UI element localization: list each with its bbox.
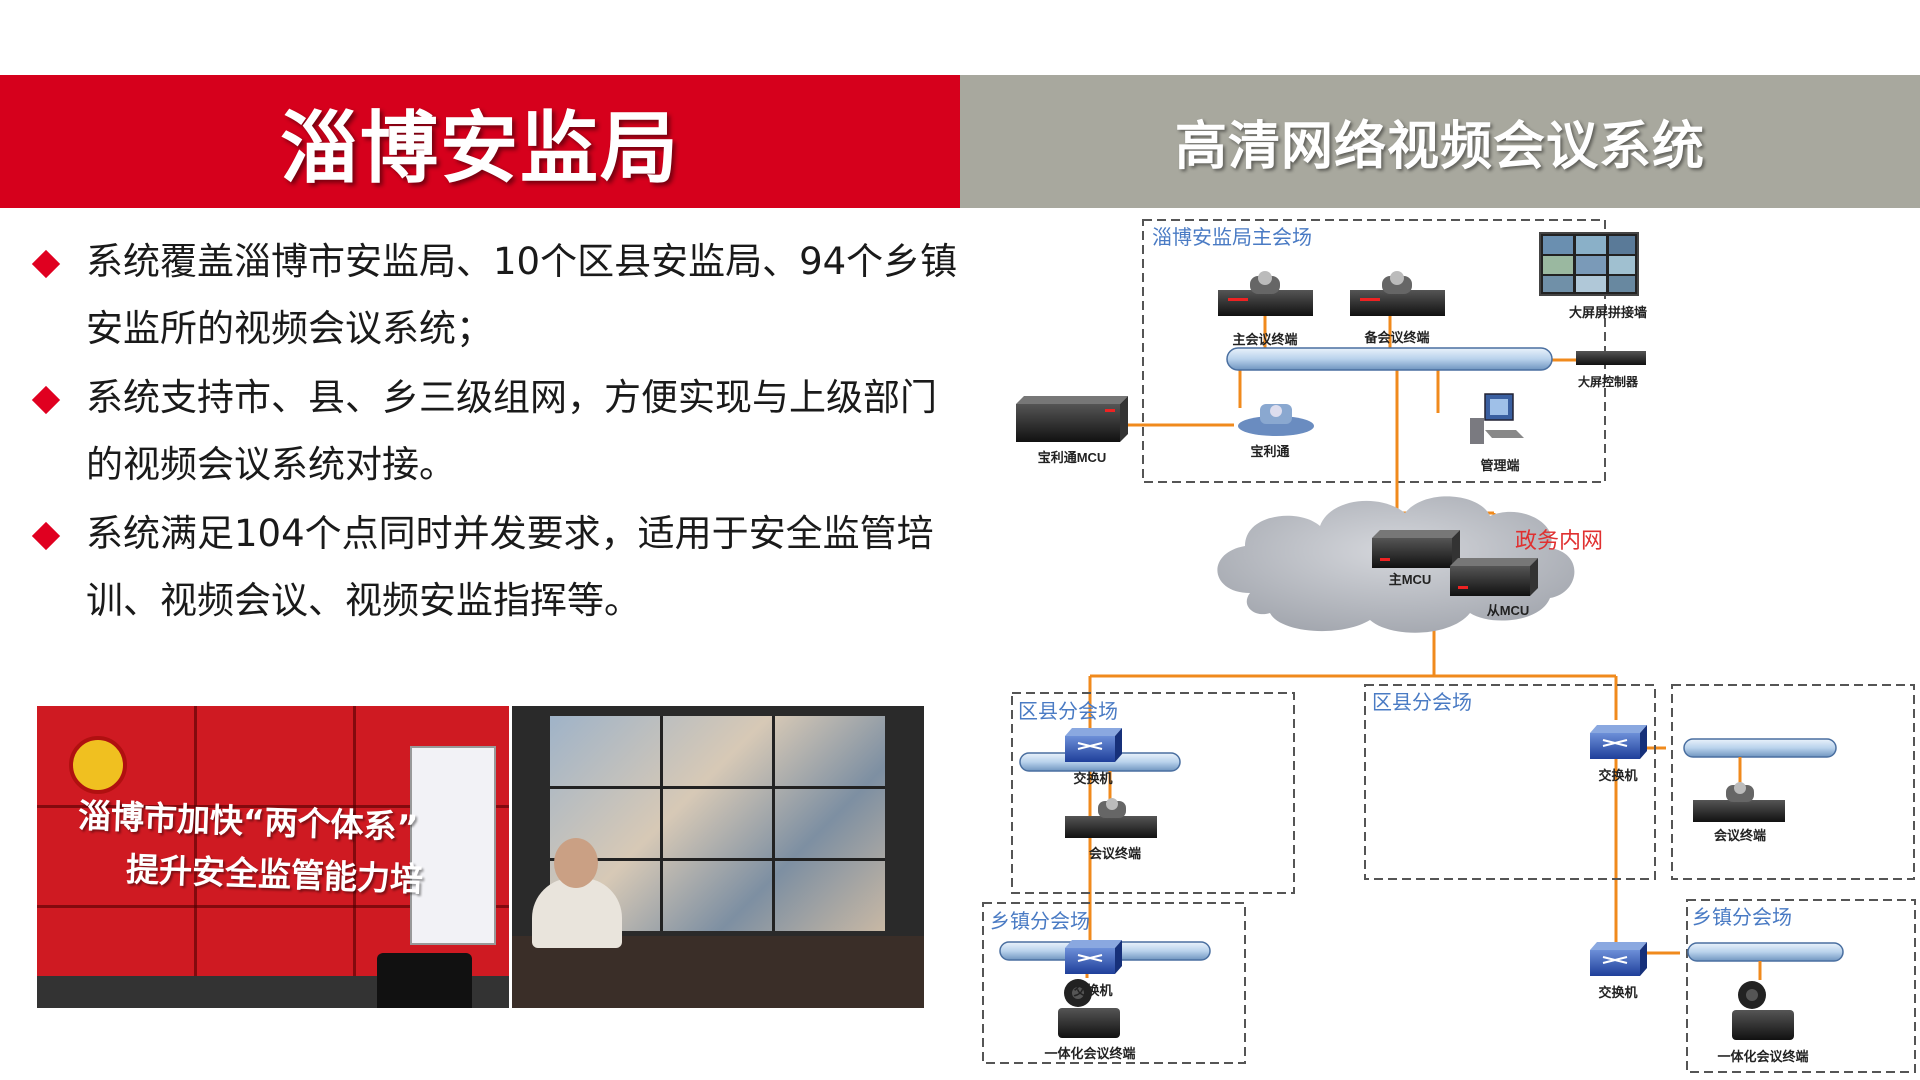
polycom-label: 宝利通 (1250, 444, 1289, 459)
left-header-bar: 淄博安监局 (0, 75, 960, 208)
county-right-terminal-icon (1693, 782, 1785, 822)
town-right-terminal-label: 一体化会议终端 (1717, 1049, 1808, 1064)
county-right-pipe (1683, 738, 1837, 758)
bullet-text: 系统覆盖淄博市安监局、10个区县安监局、94个乡镇安监所的视频会议系统； (86, 240, 958, 350)
slave-mcu-icon (1450, 558, 1538, 596)
right-header-title: 高清网络视频会议系统 (1174, 117, 1705, 177)
conference-room-photo (512, 706, 924, 1008)
gov-network-label: 政务内网 (1515, 528, 1603, 553)
diamond-bullet-icon (31, 521, 61, 551)
master-mcu-label: 主MCU (1389, 572, 1432, 587)
county-right-box (1671, 684, 1915, 880)
town-left-terminal-icon (1058, 979, 1120, 1038)
county-site-left-label: 区县分会场 (1018, 700, 1118, 723)
main-site-label: 淄博安监局主会场 (1152, 226, 1312, 249)
bullet-item: 系统支持市、县、乡三级组网，方便实现与上级部门的视频会议系统对接。 (30, 364, 960, 498)
bullet-item: 系统覆盖淄博市安监局、10个区县安监局、94个乡镇安监所的视频会议系统； (30, 228, 960, 362)
video-wall-icon (1539, 232, 1639, 296)
video-wall-label: 大屏屏拼接墙 (1569, 305, 1647, 320)
person-body (532, 878, 622, 948)
town-site-right-box (1686, 899, 1916, 1073)
backup-terminal-icon (1350, 271, 1445, 316)
bullet-list: 系统覆盖淄博市安监局、10个区县安监局、94个乡镇安监所的视频会议系统； 系统支… (30, 228, 960, 636)
wall-controller-label: 大屏控制器 (1578, 374, 1639, 389)
county-left-terminal-label: 会议终端 (1089, 846, 1141, 861)
county-site-right-box (1364, 684, 1656, 880)
county-right-switch-label: 交换机 (1598, 768, 1637, 783)
left-header-title: 淄博安监局 (279, 103, 680, 194)
diamond-bullet-icon (31, 385, 61, 415)
town-site-left-box (982, 902, 1246, 1064)
town-site-right-label: 乡镇分会场 (1692, 906, 1792, 929)
training-screen-photo: 淄博市加快“两个体系” 提升安全监管能力培 (37, 706, 509, 1008)
person-head (554, 838, 598, 888)
bullet-item: 系统满足104个点同时并发要求，适用于安全监管培训、视频会议、视频安监指挥等。 (30, 500, 960, 634)
screen-banner-text: 淄博市加快“两个体系” 提升安全监管能力培 (75, 790, 425, 906)
town-right-pipe (1687, 942, 1844, 962)
right-header-bar: 高清网络视频会议系统 (960, 75, 1920, 208)
backup-terminal-label: 备会议终端 (1363, 330, 1429, 345)
county-right-terminal-label: 会议终端 (1714, 828, 1766, 843)
county-right-switch-icon (1590, 725, 1647, 759)
polycom-device-icon (1238, 404, 1314, 436)
town-site-left-label: 乡镇分会场 (990, 910, 1090, 933)
emblem-icon (69, 736, 127, 794)
slave-mcu-label: 从MCU (1487, 603, 1530, 618)
network-diagram: 淄博安监局主会场 主会议终端 备会议终 (982, 219, 1916, 1073)
polycom-mcu-icon (1016, 396, 1128, 442)
polycom-mcu-label: 宝利通MCU (1038, 450, 1107, 465)
diamond-bullet-icon (31, 249, 61, 279)
dialog-panel (410, 746, 496, 945)
town-left-terminal-label: 一体化会议终端 (1044, 1046, 1135, 1061)
main-terminal-icon (1218, 271, 1313, 316)
town-right-terminal-icon (1732, 981, 1794, 1040)
main-bus-pipe (1226, 347, 1553, 371)
county-left-switch-label: 交换机 (1073, 771, 1112, 786)
main-terminal-label: 主会议终端 (1232, 332, 1297, 347)
wall-controller-icon (1576, 351, 1646, 365)
county-left-switch-icon (1065, 728, 1122, 762)
bullet-text: 系统支持市、县、乡三级组网，方便实现与上级部门的视频会议系统对接。 (86, 376, 937, 486)
town-left-switch-label: 交换机 (1073, 983, 1112, 998)
management-pc-icon (1470, 393, 1524, 444)
town-left-switch-icon (1065, 940, 1122, 974)
desk (512, 936, 924, 1008)
town-right-switch-label: 交换机 (1598, 985, 1637, 1000)
chair-icon (377, 953, 472, 1008)
county-site-right-label: 区县分会场 (1372, 691, 1472, 714)
county-left-terminal-icon (1065, 798, 1157, 838)
town-right-switch-icon (1590, 942, 1647, 976)
master-mcu-icon (1372, 530, 1460, 568)
bullet-text: 系统满足104个点同时并发要求，适用于安全监管培训、视频会议、视频安监指挥等。 (86, 512, 934, 622)
county-site-left-box (1011, 692, 1295, 894)
management-label: 管理端 (1480, 458, 1519, 473)
